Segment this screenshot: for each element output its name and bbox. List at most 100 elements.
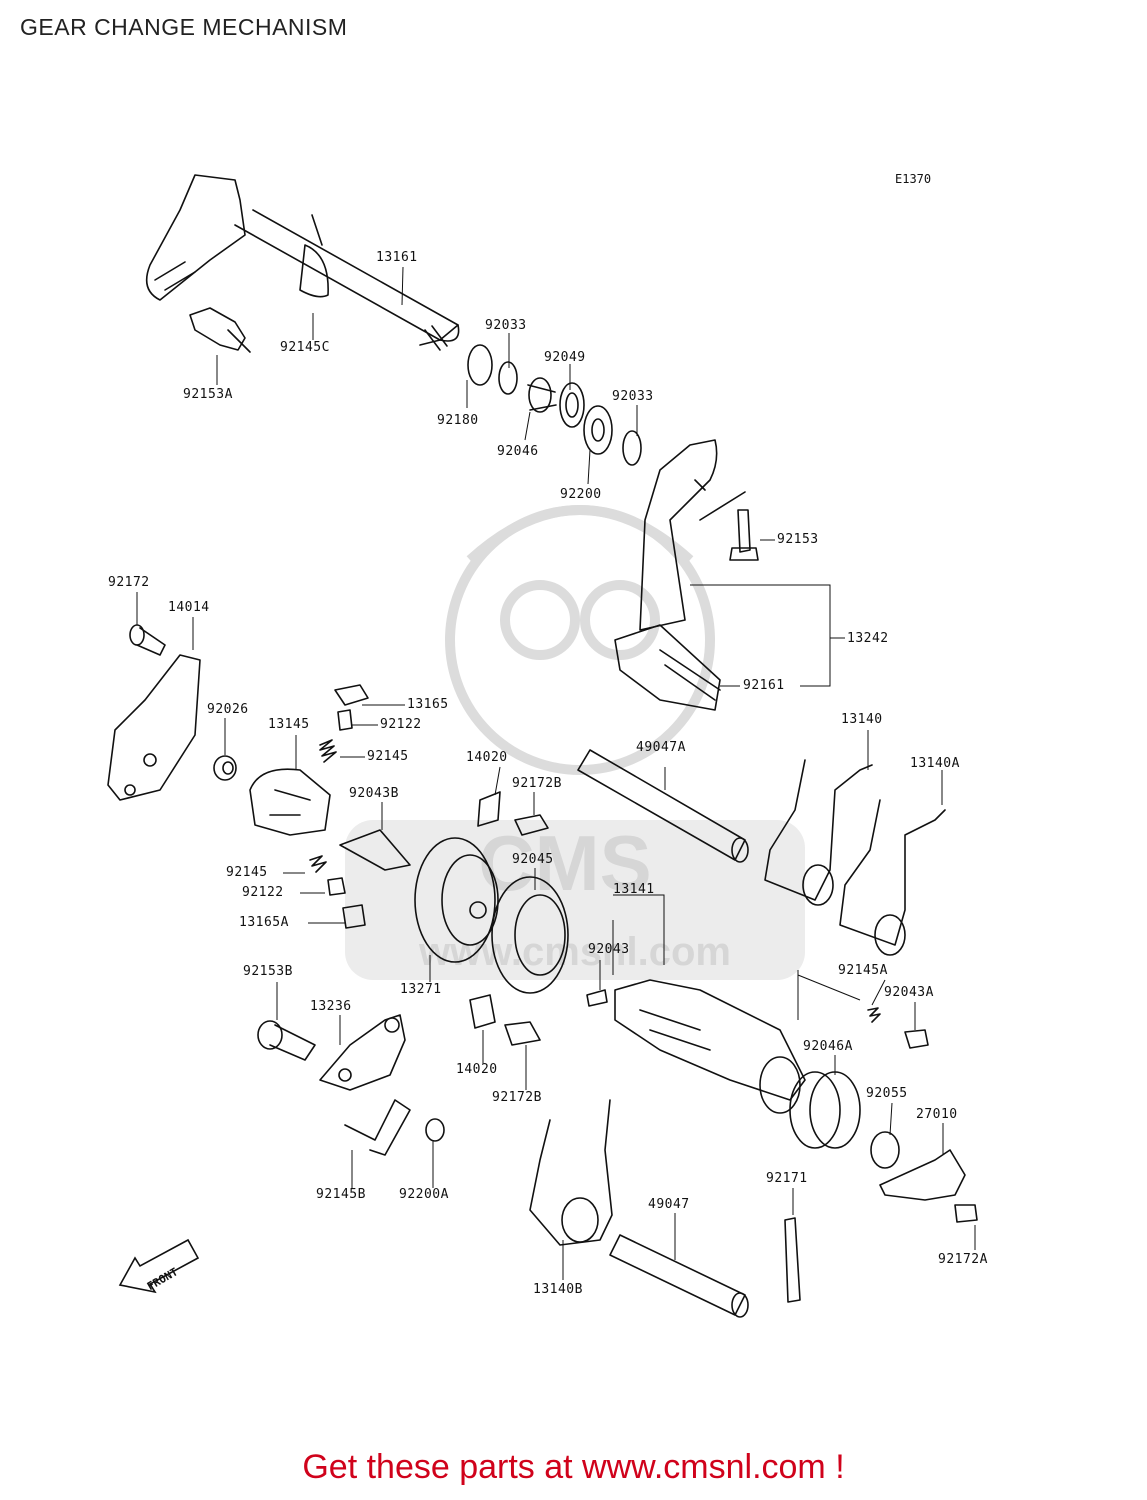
shift-pedal-13242 (614, 439, 721, 711)
shift-lever-pin-92043B (339, 829, 411, 871)
screw-92172 (129, 624, 166, 656)
part-label-92200A: 92200A (399, 1187, 449, 1202)
part-label-14020-lower: 14020 (456, 1062, 498, 1077)
bolt-92153A (189, 307, 251, 353)
part-label-92033-lower: 92033 (612, 389, 654, 404)
exploded-parts-diagram: CMS www.cmsnl.com (107, 174, 978, 1318)
part-label-92172: 92172 (108, 575, 150, 590)
part-label-92122-upper: 92122 (380, 717, 422, 732)
part-label-92145A: 92145A (838, 963, 888, 978)
collar-92026 (213, 755, 237, 781)
part-label-92145B: 92145B (316, 1187, 366, 1202)
pin-92122-lower (327, 877, 346, 896)
part-label-13236: 13236 (310, 999, 352, 1014)
bolt-92153 (699, 491, 759, 561)
part-label-92043: 92043 (588, 942, 630, 957)
washer-92200A (425, 1118, 445, 1142)
part-label-92145-lower: 92145 (226, 865, 268, 880)
part-label-49047A: 49047A (636, 740, 686, 755)
part-label-49047: 49047 (648, 1197, 690, 1212)
part-label-92026: 92026 (207, 702, 249, 717)
bolt-92153B (257, 1020, 316, 1061)
part-label-13140A: 13140A (910, 756, 960, 771)
screw-92172B-lower (504, 1021, 541, 1046)
part-label-27010: 27010 (916, 1107, 958, 1122)
part-label-13242: 13242 (847, 631, 889, 646)
watermark-url: www.cmsnl.com (418, 930, 731, 974)
stopper-27010 (879, 1149, 966, 1201)
pin-13165A (342, 904, 366, 929)
shift-fork-13140B (529, 1099, 613, 1246)
pin-92122-upper (337, 709, 353, 731)
shift-drum-cam-13145 (249, 768, 331, 836)
watermark-brand: CMS (478, 819, 651, 907)
shift-shaft-13161 (145, 174, 460, 351)
spring-92145B (344, 1099, 411, 1156)
diagram-title: GEAR CHANGE MECHANISM (20, 14, 348, 40)
pin-92171 (784, 1217, 801, 1303)
part-label-13161: 13161 (376, 250, 418, 265)
footer-cta-link[interactable]: Get these parts at www.cmsnl.com ! (302, 1448, 845, 1486)
part-label-92043A: 92043A (884, 985, 934, 1000)
part-label-92200: 92200 (560, 487, 602, 502)
washer-92200 (583, 405, 613, 455)
spring-92145-lower (309, 855, 327, 873)
part-label-92161: 92161 (743, 678, 785, 693)
part-label-14014: 14014 (168, 600, 210, 615)
part-label-92171: 92171 (766, 1171, 808, 1186)
spring-92145A (867, 1007, 881, 1023)
gear-13271 (414, 837, 499, 963)
part-label-92180: 92180 (437, 413, 479, 428)
part-label-92153: 92153 (777, 532, 819, 547)
oil-seal-92049 (559, 382, 585, 428)
part-label-92145-upper: 92145 (367, 749, 409, 764)
shift-drum-13141 (614, 979, 806, 1114)
part-label-13140B: 13140B (533, 1282, 583, 1297)
screw-92172B-upper (514, 814, 549, 836)
part-label-14020-upper: 14020 (466, 750, 508, 765)
part-label-92043B: 92043B (349, 786, 399, 801)
part-label-92172A: 92172A (938, 1252, 988, 1267)
part-label-92172B-lower: 92172B (492, 1090, 542, 1105)
holder-14020-upper (477, 791, 501, 827)
part-label-92033-upper: 92033 (485, 318, 527, 333)
watermark-logo (345, 505, 805, 980)
part-label-92045: 92045 (512, 852, 554, 867)
part-label-92172B-upper: 92172B (512, 776, 562, 791)
part-label-92153B: 92153B (243, 964, 293, 979)
plate-14014 (107, 654, 201, 801)
part-label-92153A: 92153A (183, 387, 233, 402)
pin-92043 (586, 989, 608, 1007)
part-label-92055: 92055 (866, 1086, 908, 1101)
seal-92180 (467, 344, 493, 386)
circlip-92033-lower (622, 430, 642, 466)
part-label-92046A: 92046A (803, 1039, 853, 1054)
diagram-code: E1370 (895, 172, 932, 186)
part-label-92122-lower: 92122 (242, 885, 284, 900)
part-label-13165: 13165 (407, 697, 449, 712)
shift-rod-49047 (609, 1234, 749, 1318)
circlip-92033-upper (498, 361, 518, 395)
leader-lines (136, 266, 976, 1280)
ball-bearing-92045 (491, 876, 569, 994)
part-label-92049: 92049 (544, 350, 586, 365)
circlip-92055 (870, 1131, 900, 1169)
shift-rod-49047A (577, 749, 749, 863)
pin-92043A (904, 1029, 929, 1049)
front-direction-arrow (118, 1238, 200, 1294)
part-label-13271: 13271 (400, 982, 442, 997)
lever-13236 (319, 1014, 406, 1091)
part-label-13165A: 13165A (239, 915, 289, 930)
part-label-13145: 13145 (268, 717, 310, 732)
spring-92145-upper (319, 739, 337, 763)
pin-13165 (334, 684, 369, 706)
shift-fork-13140 (764, 759, 873, 906)
needle-bearing-92046 (527, 377, 557, 413)
part-label-13141: 13141 (613, 882, 655, 897)
shift-fork-13140A (839, 799, 946, 956)
screw-92172A (954, 1204, 978, 1223)
holder-14020-lower (469, 994, 496, 1029)
part-label-92145C: 92145C (280, 340, 330, 355)
part-label-13140: 13140 (841, 712, 883, 727)
part-label-92046: 92046 (497, 444, 539, 459)
